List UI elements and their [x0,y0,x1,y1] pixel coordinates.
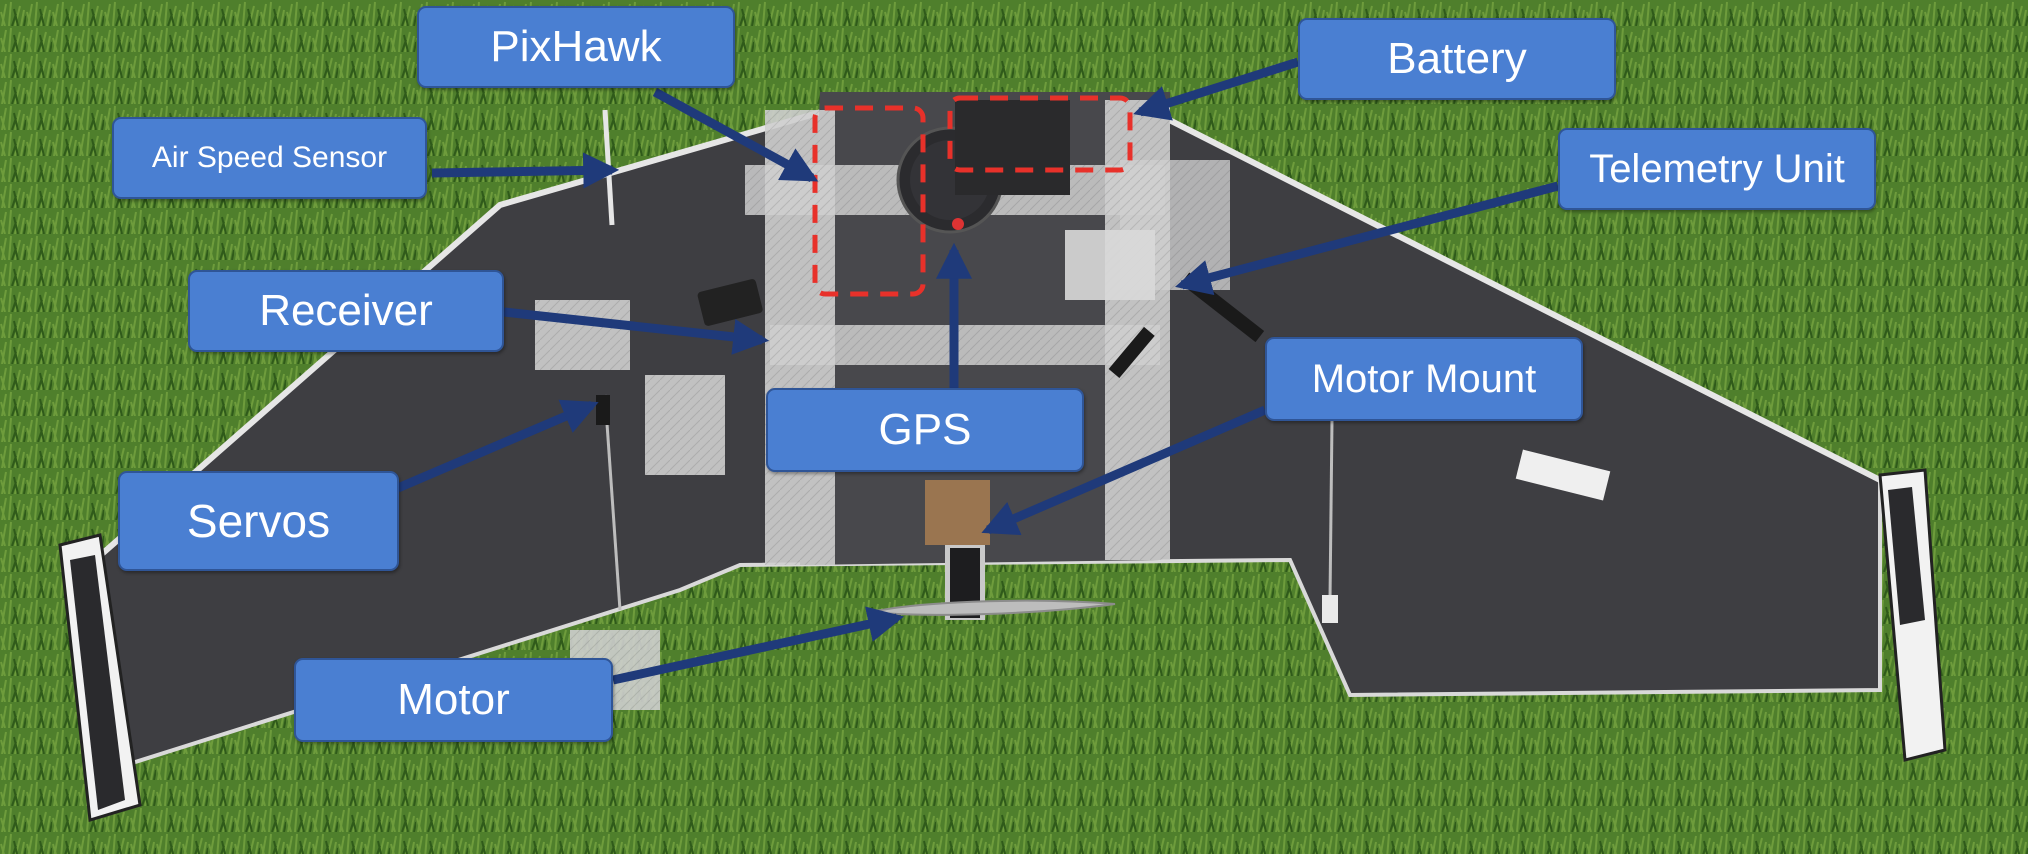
motor-mount-label: Motor Mount [1265,337,1583,421]
motor-arrow [612,606,905,685]
air-speed-sensor-label: Air Speed Sensor [112,117,427,199]
gps-label: GPS [766,388,1084,472]
telemetry-unit-label: Telemetry Unit [1558,128,1876,210]
air-speed-sensor-arrow [431,152,620,189]
pixhawk-label: PixHawk [417,6,735,88]
battery-label: Battery [1298,18,1616,100]
servos-label: Servos [118,471,399,571]
receiver-arrow [503,307,770,355]
leader-arrows [396,57,1560,685]
receiver-label: Receiver [188,270,504,352]
motor-mount-arrow [981,405,1267,536]
battery-arrow [1133,57,1300,121]
telemetry-unit-arrow [1175,181,1560,296]
pixhawk-highlight-box [812,105,926,297]
servos-arrow [396,399,599,493]
pixhawk-arrow [652,88,819,182]
motor-label: Motor [294,658,613,742]
